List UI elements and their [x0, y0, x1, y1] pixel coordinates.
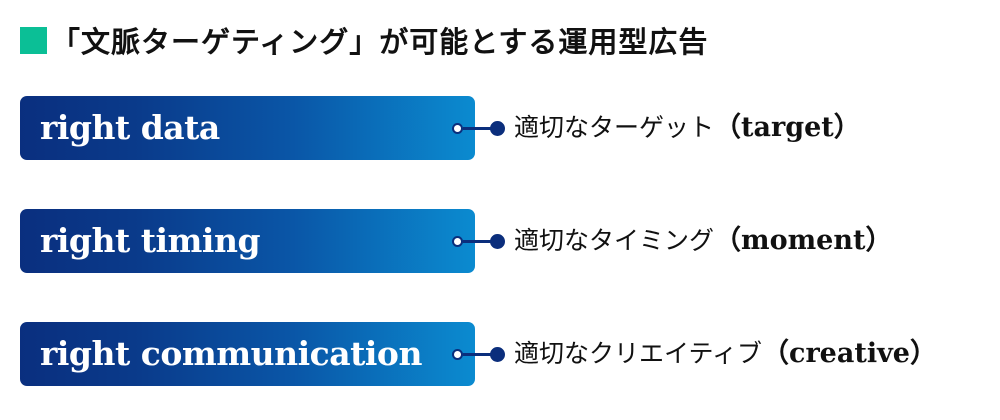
diagram-title: 「文脈ターゲティング」が可能とする運用型広告 [20, 22, 709, 59]
pill-label: right communication [40, 334, 422, 373]
connector-end-dot [490, 234, 505, 249]
description: 適切なターゲット（target） [514, 96, 861, 160]
connector-end-dot [490, 347, 505, 362]
description-ja: 適切なタイミング [514, 226, 715, 255]
title-text: 「文脈ターゲティング」が可能とする運用型広告 [51, 25, 709, 59]
description-ja: 適切なターゲット [514, 113, 715, 142]
pill-label: right timing [40, 221, 261, 260]
description: 適切なタイミング（moment） [514, 209, 892, 273]
pill-label: right data [40, 108, 220, 147]
label-pill: right data [20, 96, 475, 160]
connector-line [463, 353, 495, 356]
description: 適切なクリエイティブ（creative） [514, 322, 937, 386]
row-right-data: right data 適切なターゲット（target） [20, 96, 1000, 160]
connector-start-dot [452, 236, 463, 247]
title-square-icon [20, 26, 47, 54]
description-ja: 適切なクリエイティブ [514, 339, 763, 368]
row-right-communication: right communication 適切なクリエイティブ（creative） [20, 322, 1000, 386]
connector-start-dot [452, 123, 463, 134]
description-en: （creative） [762, 338, 937, 369]
description-en: （target） [714, 112, 861, 143]
connector-icon [452, 233, 506, 249]
connector-icon [452, 346, 506, 362]
row-right-timing: right timing 適切なタイミング（moment） [20, 209, 1000, 273]
connector-start-dot [452, 349, 463, 360]
connector-icon [452, 120, 506, 136]
label-pill: right timing [20, 209, 475, 273]
description-en: （moment） [714, 225, 893, 256]
connector-line [463, 127, 495, 130]
connector-end-dot [490, 121, 505, 136]
label-pill: right communication [20, 322, 475, 386]
connector-line [463, 240, 495, 243]
